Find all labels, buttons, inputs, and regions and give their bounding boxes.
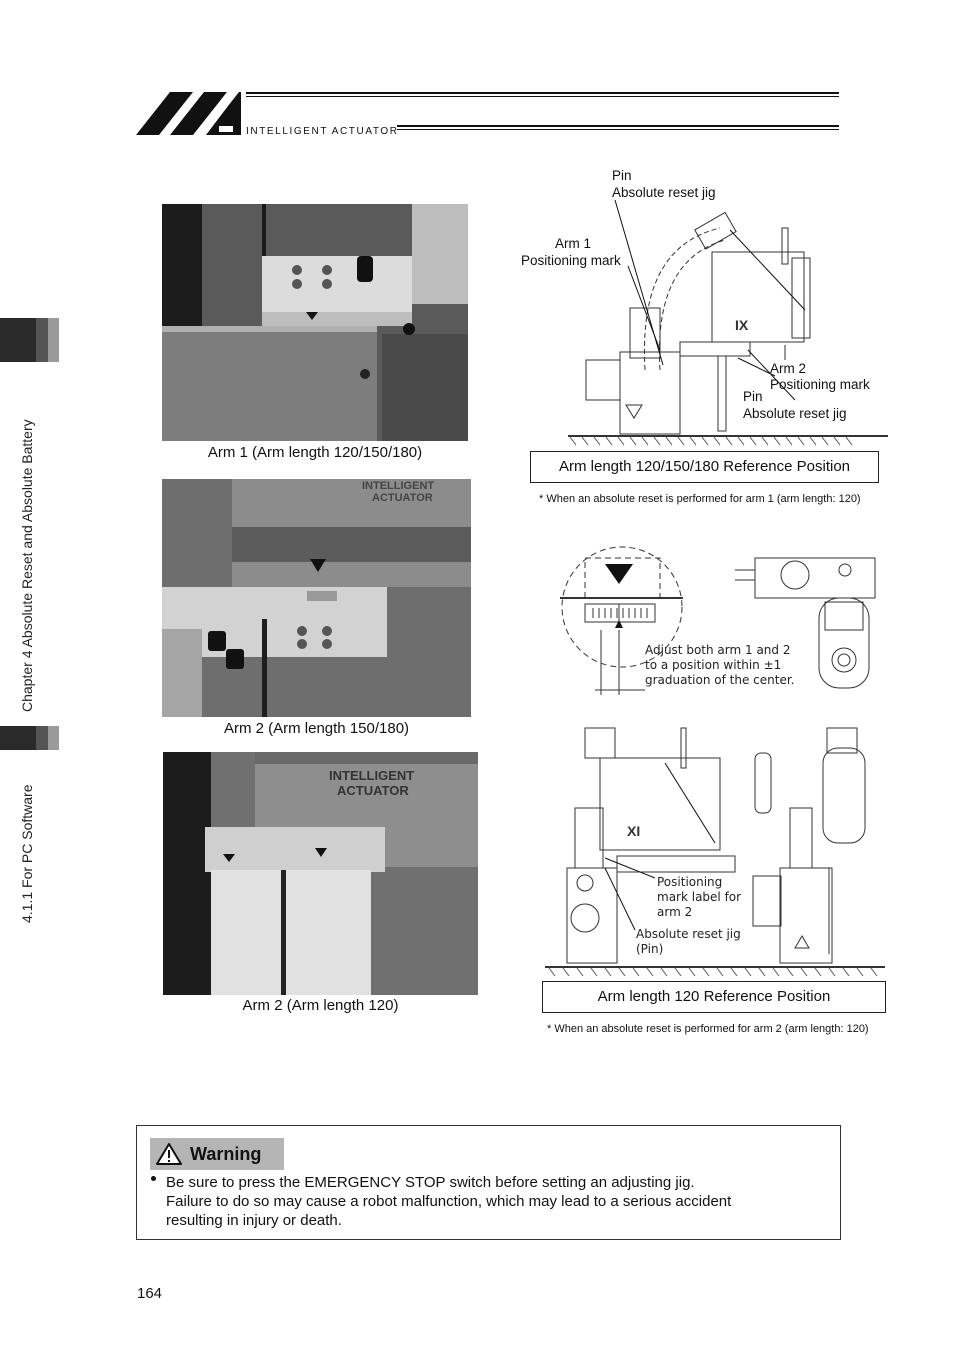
label-jig-top: Absolute reset jig bbox=[612, 185, 716, 200]
caption-arm1: Arm 1 (Arm length 120/150/180) bbox=[207, 444, 423, 461]
label-jig-line1: Absolute reset jig bbox=[636, 927, 741, 941]
sidebar-tab-mid bbox=[36, 318, 48, 362]
warning-line2: Failure to do so may cause a robot malfu… bbox=[166, 1193, 732, 1210]
label-arm1-mark: Positioning mark bbox=[521, 253, 621, 268]
header-rule-top bbox=[246, 92, 839, 94]
warning-box: Warning Be sure to press the EMERGENCY S… bbox=[136, 1125, 841, 1240]
warning-line3: resulting in injury or death. bbox=[166, 1212, 342, 1229]
caption-arm2-120: Arm 2 (Arm length 120) bbox=[242, 997, 399, 1014]
sidebar-tab-light bbox=[48, 318, 59, 362]
ia-logo bbox=[136, 92, 241, 135]
svg-text:IX: IX bbox=[735, 317, 749, 333]
bullet-icon bbox=[151, 1176, 156, 1181]
header-rule-bottom-thin bbox=[397, 129, 839, 130]
label-mark-line1: Positioning bbox=[657, 875, 723, 889]
label-jig-bottom: Absolute reset jig bbox=[743, 406, 847, 421]
reference-box-arm2: Arm length 120 Reference Position bbox=[542, 981, 886, 1013]
brand-text: INTELLIGENT ACTUATOR bbox=[246, 126, 399, 137]
caption-arm2: Arm 2 (Arm length 150/180) bbox=[223, 720, 410, 737]
note-arm2: * When an absolute reset is performed fo… bbox=[547, 1023, 869, 1035]
label-jig-line2: (Pin) bbox=[636, 942, 664, 956]
sidebar-tab2-light bbox=[48, 726, 59, 750]
svg-text:ACTUATOR: ACTUATOR bbox=[372, 492, 433, 504]
label-pin-top: Pin bbox=[612, 168, 632, 183]
adjust-line1: Adjust both arm 1 and 2 bbox=[645, 643, 791, 657]
sidebar-section-label: 4.1.1 For PC Software bbox=[19, 784, 35, 923]
sidebar-chapter-label: Chapter 4 Absolute Reset and Absolute Ba… bbox=[19, 419, 35, 712]
sidebar-tab2-dark bbox=[0, 726, 36, 750]
warning-header: Warning bbox=[150, 1138, 284, 1170]
adjust-line3: graduation of the center. bbox=[645, 673, 795, 687]
label-mark-line2: mark label for bbox=[657, 890, 742, 904]
photo-arm1 bbox=[162, 204, 468, 441]
svg-text:INTELLIGENT: INTELLIGENT bbox=[362, 480, 434, 492]
page-number: 164 bbox=[137, 1285, 163, 1302]
sidebar-tab-dark bbox=[0, 318, 36, 362]
label-arm2: Arm 2 bbox=[770, 361, 807, 376]
photo-arm2-120: INTELLIGENT ACTUATOR bbox=[163, 752, 478, 995]
sidebar-tab2-mid bbox=[36, 726, 48, 750]
svg-text:XI: XI bbox=[627, 823, 640, 839]
diagram-arm1-drawing: IX bbox=[568, 200, 888, 446]
warning-body: Be sure to press the EMERGENCY STOP swit… bbox=[166, 1173, 806, 1230]
label-arm1: Arm 1 bbox=[555, 236, 592, 251]
diagram-detail-drawing bbox=[560, 546, 876, 695]
reference-box-arm1: Arm length 120/150/180 Reference Positio… bbox=[530, 451, 879, 483]
header-rule-top-thin bbox=[246, 96, 839, 97]
label-pin-bottom: Pin bbox=[743, 389, 763, 404]
warning-title: Warning bbox=[190, 1144, 262, 1164]
warning-line1: Be sure to press the EMERGENCY STOP swit… bbox=[166, 1174, 695, 1191]
label-mark-line3: arm 2 bbox=[657, 905, 693, 919]
photo-arm2: INTELLIGENT ACTUATOR bbox=[162, 479, 471, 717]
label-arm2-mark: Positioning mark bbox=[770, 377, 870, 392]
svg-text:INTELLIGENT: INTELLIGENT bbox=[329, 768, 414, 783]
header-rule-bottom bbox=[397, 125, 839, 127]
adjust-line2: to a position within ±1 bbox=[645, 658, 782, 672]
svg-text:ACTUATOR: ACTUATOR bbox=[337, 783, 409, 798]
warning-triangle-icon bbox=[156, 1143, 182, 1165]
note-arm1: * When an absolute reset is performed fo… bbox=[539, 493, 861, 505]
diagram-arm2-drawing: XI bbox=[545, 727, 885, 977]
